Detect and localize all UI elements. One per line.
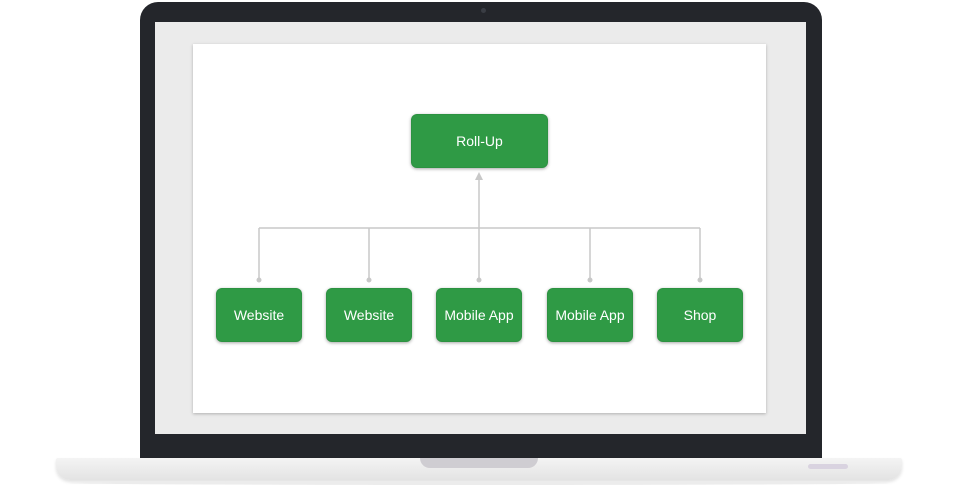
node-label: Website	[343, 307, 395, 323]
laptop-base	[56, 458, 902, 480]
node-label: Mobile App	[555, 307, 625, 323]
node-website-1[interactable]: Website	[216, 288, 302, 342]
node-shop[interactable]: Shop	[657, 288, 743, 342]
laptop-notch	[420, 458, 538, 468]
node-mobile-app-2[interactable]: Mobile App	[547, 288, 633, 342]
node-website-2[interactable]: Website	[326, 288, 412, 342]
node-label: Roll-Up	[456, 133, 503, 149]
presentation-slide	[193, 44, 766, 413]
node-label: Website	[233, 307, 285, 323]
node-label: Mobile App	[444, 307, 514, 323]
node-roll-up[interactable]: Roll-Up	[411, 114, 548, 168]
node-label: Shop	[683, 307, 717, 323]
laptop-foot	[808, 464, 848, 469]
camera-icon	[481, 8, 486, 13]
node-mobile-app-1[interactable]: Mobile App	[436, 288, 522, 342]
laptop-shadow	[70, 481, 888, 485]
